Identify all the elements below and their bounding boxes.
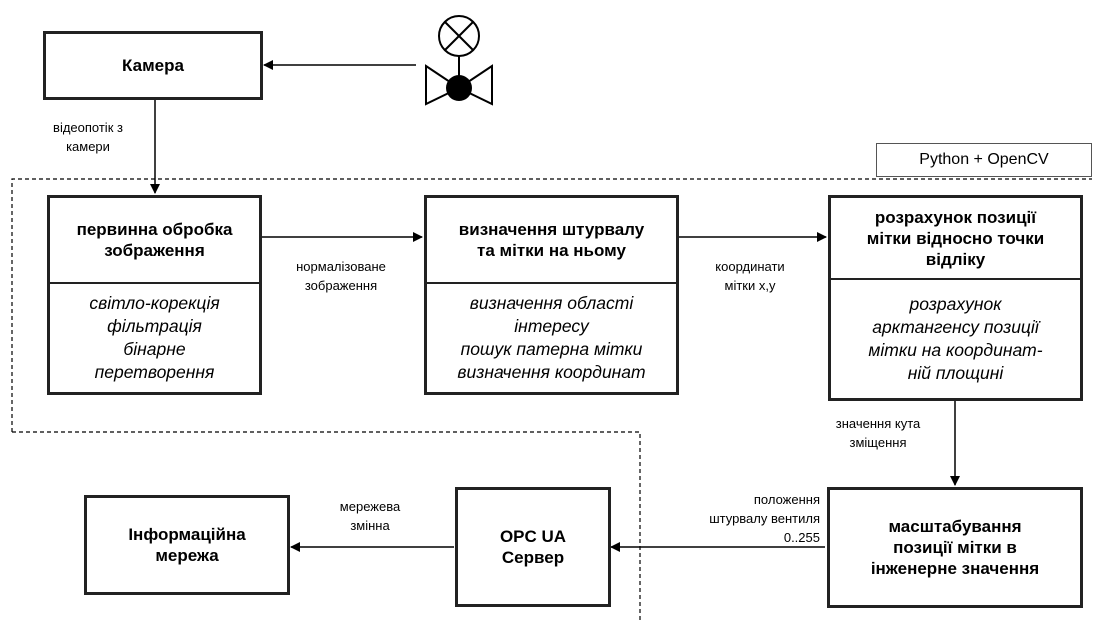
label-line: 0..255: [783, 530, 820, 545]
network-title-line: Інформаційна: [128, 525, 246, 544]
label-line: змінна: [350, 518, 390, 533]
preprocess-title-line: первинна обробка: [76, 220, 233, 239]
label-line: мітки х,у: [724, 278, 776, 293]
detect-title-line: та мітки на ньому: [477, 241, 626, 260]
compute-step: мітки на координат-: [868, 340, 1043, 360]
compute-title: розрахунок позиції мітки відносно точки …: [831, 198, 1080, 280]
camera-title: Камера: [122, 56, 184, 75]
detect-box: визначення штурвалу та мітки на ньому ви…: [424, 195, 679, 395]
preprocess-step: перетворення: [94, 362, 215, 382]
label-video-stream: відеопотік з камери: [30, 118, 146, 156]
label-line: положення: [753, 492, 820, 507]
scale-title-line: позиції мітки в: [893, 538, 1017, 557]
valve-icon: [425, 15, 493, 106]
preprocess-steps: світло-корекція фільтрація бінарне перет…: [50, 284, 259, 392]
preprocess-step: бінарне: [123, 339, 186, 359]
label-line: значення кута: [835, 416, 921, 431]
label-line: відеопотік з: [53, 120, 123, 135]
detect-title-line: визначення штурвалу: [458, 220, 645, 239]
python-opencv-tag: Python + OpenCV: [876, 143, 1092, 177]
compute-step: арктангенсу позиції: [872, 317, 1039, 337]
compute-title-line: мітки відносно точки: [866, 228, 1045, 248]
detect-title: визначення штурвалу та мітки на ньому: [427, 198, 676, 284]
compute-steps: розрахунок арктангенсу позиції мітки на …: [831, 280, 1080, 398]
detect-steps: визначення області інтересу пошук патерн…: [427, 284, 676, 392]
detect-step: визначення області: [469, 293, 634, 313]
compute-step: ній площині: [907, 363, 1004, 383]
label-line: координати: [715, 259, 785, 274]
detect-step: визначення координат: [457, 362, 646, 382]
python-opencv-label: Python + OpenCV: [919, 151, 1049, 168]
opc-title-line: Сервер: [501, 548, 565, 567]
label-line: нормалізоване: [296, 259, 386, 274]
label-line: мережева: [339, 499, 401, 514]
label-line: камери: [66, 139, 110, 154]
opc-title-line: OPC UA: [499, 527, 567, 546]
detect-step: пошук патерна мітки: [460, 339, 643, 359]
opc-server-box: OPC UA Сервер: [455, 487, 611, 607]
compute-title-line: відліку: [925, 249, 986, 269]
label-normalized-image: нормалізоване зображення: [266, 257, 416, 295]
camera-box: Камера: [43, 31, 263, 100]
detect-step: інтересу: [514, 316, 589, 336]
label-angle-value: значення кута зміщення: [808, 414, 948, 452]
information-network-box: Інформаційна мережа: [84, 495, 290, 595]
preprocess-box: первинна обробка зображення світло-корек…: [47, 195, 262, 395]
python-region-boundary: [11, 178, 1092, 432]
preprocess-step: фільтрація: [107, 316, 202, 336]
compute-box: розрахунок позиції мітки відносно точки …: [828, 195, 1083, 401]
scale-title-line: інженерне значення: [870, 559, 1040, 578]
compute-title-line: розрахунок позиції: [874, 207, 1037, 227]
preprocess-title-line: зображення: [104, 241, 205, 260]
preprocess-title: первинна обробка зображення: [50, 198, 259, 284]
compute-step: розрахунок: [909, 294, 1002, 314]
label-line: штурвалу вентиля: [709, 511, 820, 526]
scale-title-line: масштабування: [888, 517, 1022, 536]
label-valve-position: положення штурвалу вентиля 0..255: [640, 490, 820, 547]
label-line: зміщення: [849, 435, 907, 450]
label-network-variable: мережева змінна: [315, 497, 425, 535]
preprocess-step: світло-корекція: [89, 293, 220, 313]
label-coordinates: координати мітки х,у: [690, 257, 810, 295]
scale-box: масштабування позиції мітки в інженерне …: [827, 487, 1083, 608]
network-title-line: мережа: [155, 546, 219, 565]
label-line: зображення: [304, 278, 378, 293]
